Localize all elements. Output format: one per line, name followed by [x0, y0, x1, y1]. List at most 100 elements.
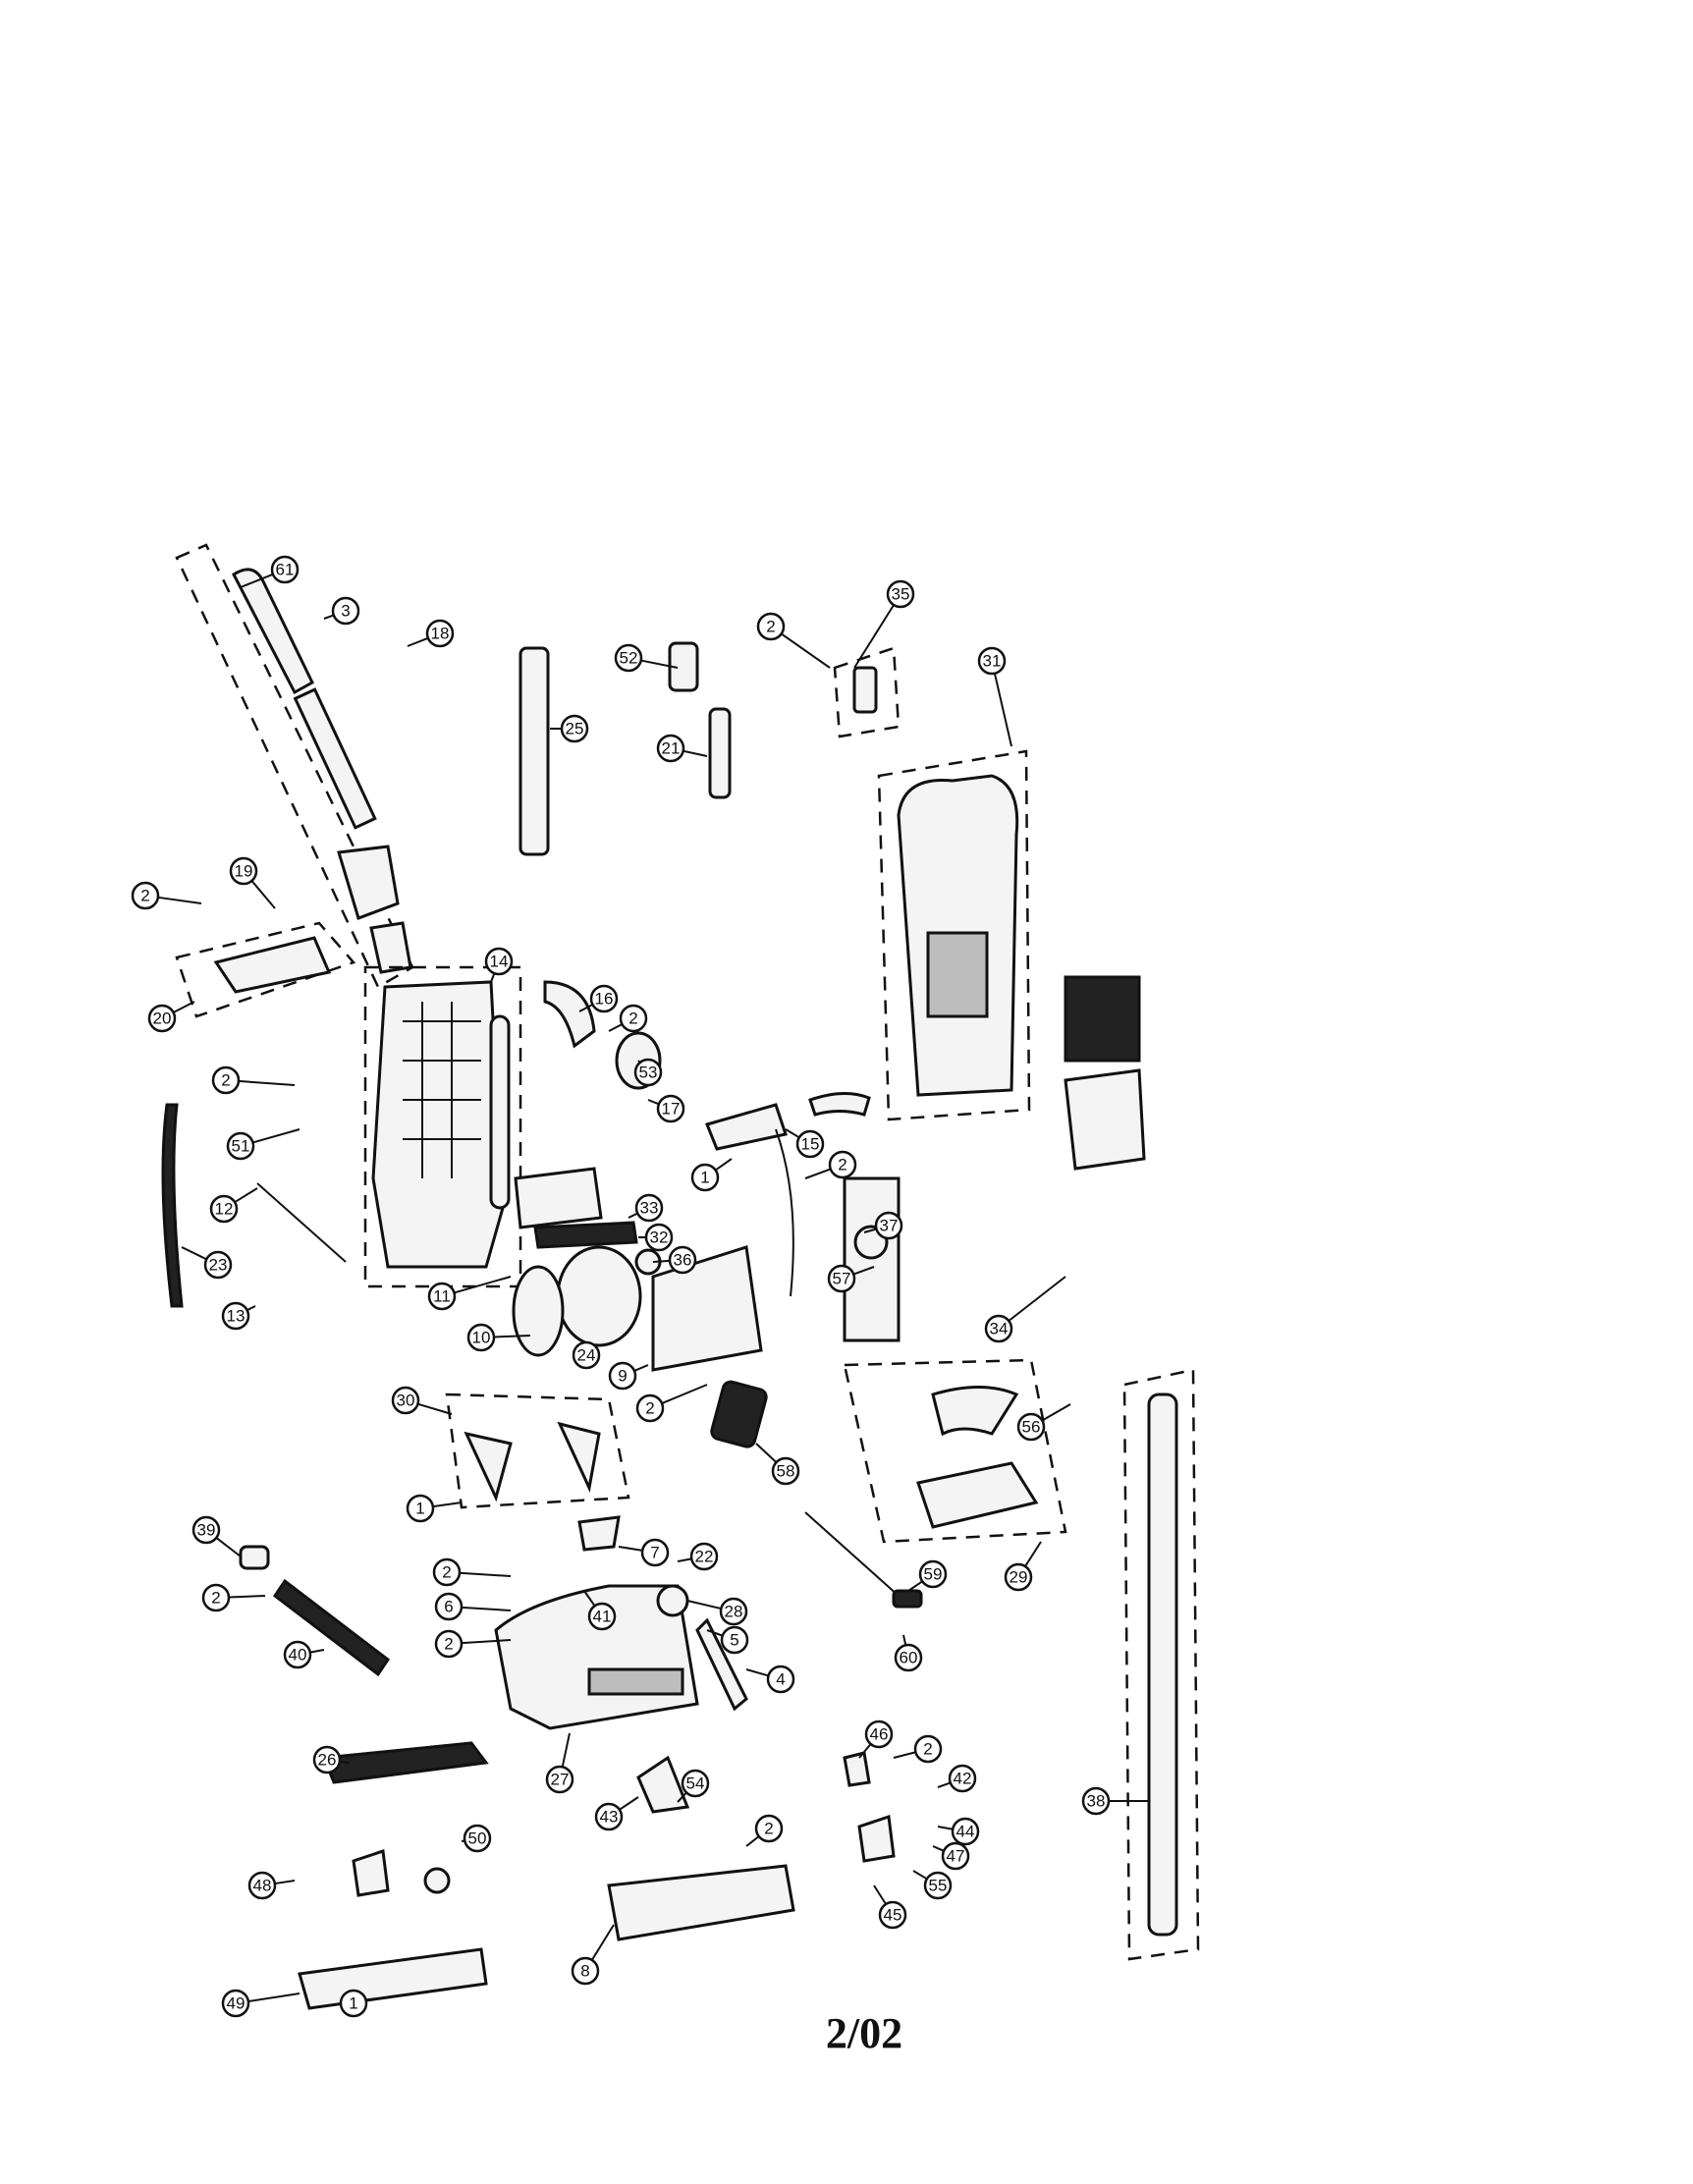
callout-bubble [391, 1386, 420, 1415]
callout-25: 25 [550, 714, 589, 743]
callout-leader-line [686, 1600, 722, 1611]
cord-and-plug [804, 1511, 923, 1609]
callout-number: 39 [197, 1521, 216, 1540]
callout-number: 38 [1087, 1792, 1106, 1811]
callout-bubble [878, 1900, 907, 1930]
callout-leader-line [937, 1826, 954, 1830]
callout-bubble [874, 1211, 903, 1240]
callout-number: 24 [577, 1346, 596, 1365]
callout-number: 18 [431, 625, 450, 643]
bag-door-clip [833, 646, 901, 738]
callout-24: 24 [572, 1340, 601, 1370]
callout-number: 47 [947, 1847, 965, 1866]
callout-leader-line [853, 604, 895, 669]
callout-4: 4 [745, 1665, 795, 1694]
callout-2: 2 [608, 1004, 648, 1033]
callout-33: 33 [628, 1193, 664, 1223]
callout-number: 51 [232, 1137, 250, 1156]
hose-clip-assembly [175, 921, 356, 1018]
callout-bubble [331, 596, 360, 626]
callout-bubble [644, 1223, 674, 1252]
callout-leader-line [323, 614, 335, 620]
callout-number: 20 [153, 1010, 172, 1028]
callout-number: 50 [468, 1829, 487, 1848]
callout-5: 5 [706, 1625, 749, 1655]
callout-bubble [571, 1956, 600, 1986]
callout-bubble [689, 1542, 719, 1571]
callout-bubble [635, 1393, 665, 1423]
callout-19: 19 [229, 856, 276, 909]
callout-bubble [681, 1769, 710, 1798]
callout-number: 44 [956, 1823, 975, 1841]
callout-2: 2 [804, 1150, 857, 1179]
callout-number: 41 [593, 1608, 612, 1626]
callout-bubble [633, 1058, 663, 1087]
callout-14: 14 [484, 947, 514, 983]
callout-bubble [560, 714, 589, 743]
callout-50: 50 [461, 1824, 492, 1853]
callout-bubble [427, 1282, 457, 1311]
callout-bubble [589, 984, 619, 1013]
callout-bubble [1016, 1412, 1046, 1442]
callout-leader-line [247, 1993, 300, 2003]
callout-35: 35 [853, 579, 915, 669]
callout-number: 57 [833, 1270, 851, 1288]
callout-bubble [1081, 1786, 1111, 1816]
callout-leader-line [804, 1168, 832, 1179]
callout-20: 20 [147, 1001, 195, 1033]
callout-leader-line [647, 1099, 660, 1106]
callout-leader-line [677, 1791, 687, 1803]
callout-number: 15 [801, 1135, 820, 1154]
callout-leader-line [578, 1004, 593, 1012]
callout-number: 27 [551, 1771, 570, 1789]
callout-leader-line [863, 1228, 877, 1233]
callout-bubble [594, 1802, 624, 1831]
callout-leader-line [234, 1187, 258, 1204]
cord-and-hook [161, 1103, 347, 1308]
callout-54: 54 [677, 1769, 710, 1803]
callout-number: 29 [1010, 1568, 1028, 1587]
callout-leader-line [309, 1649, 325, 1654]
callout-7: 7 [618, 1538, 670, 1567]
callout-layer: 6131825522353121192201416253172511223131… [131, 555, 1149, 2018]
callout-number: 23 [209, 1256, 228, 1275]
callout-41: 41 [583, 1590, 617, 1631]
callout-number: 17 [662, 1100, 681, 1119]
callout-leader-line [561, 1732, 571, 1768]
callout-leader-line [902, 1634, 907, 1646]
callout-2: 2 [131, 881, 202, 910]
callout-bubble [312, 1745, 342, 1774]
callout-number: 58 [777, 1462, 795, 1481]
callout-leader-line [640, 659, 679, 669]
callout-16: 16 [578, 984, 619, 1013]
callout-bubble [425, 619, 455, 648]
bumper [607, 1864, 795, 1941]
callout-leader-line [240, 573, 274, 588]
callout-leader-line [873, 1884, 887, 1905]
callout-leader-line [228, 1595, 266, 1599]
callout-bubble [587, 1602, 617, 1631]
callout-59: 59 [907, 1559, 948, 1592]
callout-2: 2 [434, 1629, 512, 1659]
callout-37: 37 [863, 1211, 903, 1240]
callout-bubble [668, 1245, 697, 1275]
callout-bubble [984, 1314, 1013, 1343]
callout-leader-line [461, 1639, 512, 1645]
callout-leader-line [1024, 1541, 1042, 1567]
callout-bubble [466, 1323, 496, 1352]
belt-and-bracket [636, 1755, 690, 1814]
callout-number: 34 [990, 1320, 1009, 1338]
callout-number: 43 [600, 1808, 619, 1827]
callout-55: 55 [912, 1870, 953, 1900]
callout-number: 31 [983, 652, 1002, 671]
callout-number: 2 [838, 1156, 846, 1174]
callout-2: 2 [893, 1734, 943, 1764]
callout-57: 57 [827, 1264, 875, 1293]
callout-13: 13 [221, 1301, 256, 1331]
callout-1: 1 [339, 1989, 368, 2018]
callout-bubble [608, 1361, 637, 1391]
callout-bubble [201, 1583, 231, 1612]
callout-bubble [864, 1720, 894, 1749]
callout-leader-line [706, 1629, 724, 1637]
callout-leader-line [912, 1870, 928, 1881]
